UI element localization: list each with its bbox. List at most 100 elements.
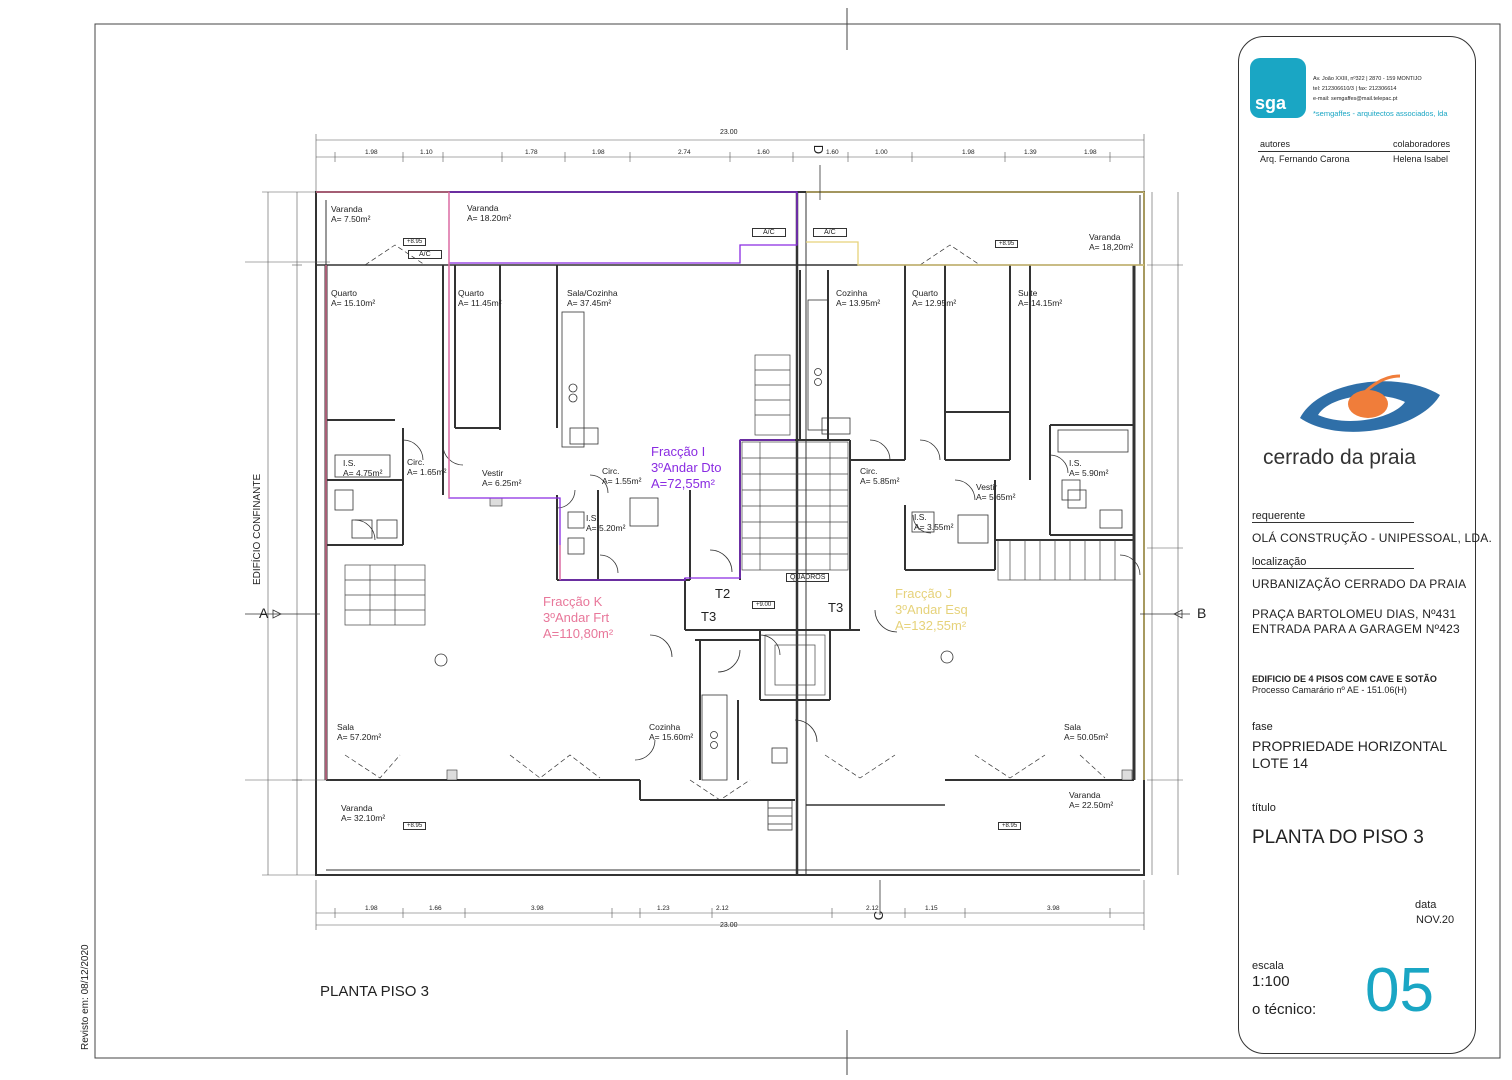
bottom-dim-1: 1.66 — [429, 905, 442, 912]
room-area: A= 57.20m² — [337, 732, 382, 742]
room-name: Varanda — [341, 803, 373, 813]
titulo-label: título — [1252, 802, 1276, 814]
room-area: A= 37.45m² — [567, 298, 612, 308]
fraction-j-area: A=132,55m² — [895, 618, 967, 633]
room-area: A= 22.50m² — [1069, 800, 1114, 810]
room-area: A= 5.85m² — [860, 476, 900, 486]
fraction-outlines — [316, 191, 1145, 780]
top-dim-8: 1.98 — [962, 149, 975, 156]
room-name: Cozinha — [836, 288, 868, 298]
section-mark-b: B — [1197, 605, 1207, 621]
room-name: Varanda — [1069, 790, 1101, 800]
top-dim-6: 1.60 — [826, 149, 839, 156]
confinante-label: EDIFÍCIO CONFINANTE — [252, 473, 263, 585]
column-blocks — [446, 497, 1133, 781]
escala-label: escala — [1252, 960, 1284, 972]
room-area: A= 7.50m² — [331, 214, 371, 224]
top-dim-7: 1.00 — [875, 149, 888, 156]
office-address: Av. João XXIII, nº322 | 2870 - 159 MONTI… — [1313, 76, 1422, 82]
section-mark-d: D — [811, 144, 827, 155]
top-dim-10: 1.98 — [1084, 149, 1097, 156]
top-dim-3: 1.98 — [592, 149, 605, 156]
fraction-k-name: Fracção K — [543, 594, 603, 609]
level-mark-4: +8.95 — [998, 822, 1022, 830]
room-area: A= 50.05m² — [1064, 732, 1109, 742]
room-name: Quarto — [331, 288, 357, 298]
level-mark-stair: +9.00 — [752, 601, 776, 609]
fraction-j-label: Fracção J 3ºAndar Esq A=132,55m² — [895, 586, 968, 634]
sga-logo-icon — [1250, 58, 1306, 118]
sliding-doors — [344, 244, 1106, 801]
room-name: Quarto — [458, 288, 484, 298]
fase-line-1: PROPRIEDADE HORIZONTAL — [1252, 738, 1447, 754]
room-name: Circ. — [860, 466, 878, 476]
room-area: A= 12.95m² — [912, 298, 957, 308]
office-email: e-mail: semgaffes@mail.telepac.pt — [1313, 96, 1398, 102]
localizacao-line-2: PRAÇA BARTOLOMEU DIAS, Nº431 — [1252, 607, 1457, 621]
typology-t3-right: T3 — [828, 600, 844, 615]
room-is-1: I.S.A= 4.75m² — [343, 458, 382, 478]
fraction-k-label: Fracção K 3ºAndar Frt A=110,80m² — [543, 594, 613, 642]
room-area: A= 15.60m² — [649, 732, 694, 742]
room-name: I.S. — [343, 458, 356, 468]
room-circ-2: Circ.A= 1.55m² — [602, 466, 641, 486]
fraction-k-area: A=110,80m² — [543, 626, 614, 641]
room-area: A= 14.15m² — [1018, 298, 1063, 308]
room-area: A= 15.10m² — [331, 298, 376, 308]
room-area: A= 4.75m² — [343, 468, 383, 478]
room-area: A= 5.65m² — [976, 492, 1016, 502]
autores-value: Arq. Fernando Carona — [1260, 154, 1350, 164]
room-name: Varanda — [1089, 232, 1121, 242]
room-area: A= 6.25m² — [482, 478, 522, 488]
autores-label: autores — [1260, 139, 1291, 149]
data-label: data — [1415, 899, 1437, 911]
room-name: Circ. — [407, 457, 425, 467]
fase-label: fase — [1252, 721, 1273, 733]
room-area: A= 18,20m² — [1089, 242, 1134, 252]
bottom-dim-3: 1.23 — [657, 905, 670, 912]
localizacao-line-3: ENTRADA PARA A GARAGEM Nº423 — [1252, 622, 1460, 636]
ac-label-mid: A/C — [752, 228, 786, 237]
bottom-dim-2: 3.98 — [531, 905, 544, 912]
door-swings — [354, 439, 1141, 761]
typology-t3-left: T3 — [701, 609, 717, 624]
room-name: I.S. — [1069, 458, 1082, 468]
room-name: I.S. — [914, 512, 927, 522]
room-name: Cozinha — [649, 722, 681, 732]
room-name: Circ. — [602, 466, 620, 476]
total-dim-top: 23.00 — [720, 129, 738, 136]
room-area: A= 11.45m² — [458, 298, 502, 308]
level-mark-3: +8.95 — [403, 822, 427, 830]
requerente-label: requerente — [1252, 510, 1414, 523]
top-dim-1: 1.10 — [420, 149, 433, 156]
edificio-description: EDIFICIO DE 4 PISOS COM CAVE E SOTÃO — [1252, 674, 1437, 684]
section-markers — [245, 165, 1190, 915]
bottom-dimensions — [315, 880, 1145, 930]
fraction-i-name: Fracção I — [651, 444, 706, 459]
bottom-dim-4: 2.12 — [716, 905, 729, 912]
bottom-dim-0: 1.98 — [365, 905, 378, 912]
office-name: *semgaffes - arquitectos associados, lda — [1313, 109, 1448, 118]
room-is-3: I.S.A= 5.90m² — [1069, 458, 1108, 478]
room-area: A= 5.90m² — [1069, 468, 1109, 478]
ac-label-right: A/C — [813, 228, 847, 237]
cerrado-da-praia-logo — [1300, 374, 1440, 432]
room-circ-1: Circ.A= 1.65m² — [407, 457, 446, 477]
plan-title: PLANTA PISO 3 — [320, 983, 429, 1000]
typology-t2: T2 — [715, 586, 731, 601]
room-area: A= 3.55m² — [914, 522, 954, 532]
top-dim-5: 1.60 — [757, 149, 770, 156]
autores-rule — [1258, 151, 1450, 152]
room-name: Vestir — [976, 482, 998, 492]
